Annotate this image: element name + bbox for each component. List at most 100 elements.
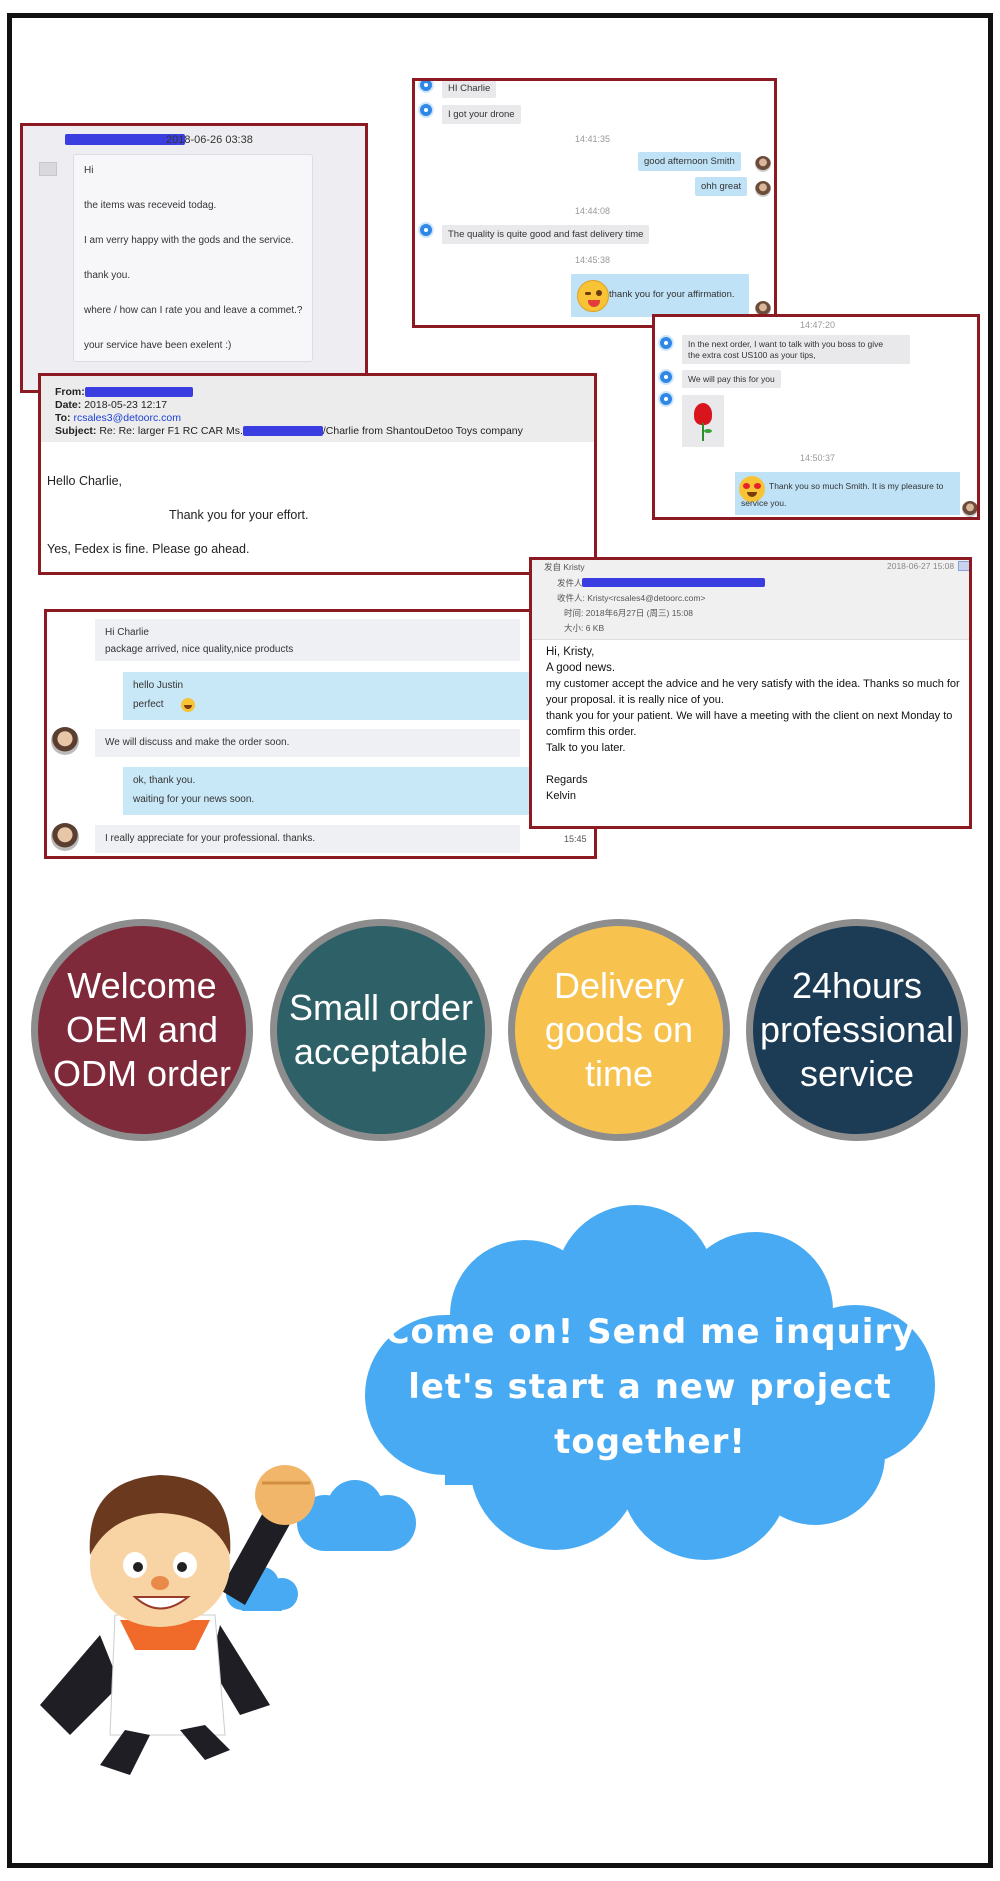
email-body-line: Kelvin <box>546 790 576 802</box>
email-body-line: my customer accept the advice and he ver… <box>546 678 960 690</box>
email-header: From: Date: 2018-05-23 12:17 To: rcsales… <box>41 376 594 442</box>
chat-message: hello Justin <box>133 680 184 691</box>
chat-row: ok, thank you. waiting for your news soo… <box>123 767 553 815</box>
message-line: I am verry happy with the gods and the s… <box>84 235 294 246</box>
redacted-sender <box>84 387 193 398</box>
speech-cloud-icon <box>365 1205 935 1560</box>
circle-text: acceptable <box>293 1031 469 1072</box>
email-body-line: your proposal. it is really nice of you. <box>546 694 724 706</box>
chat-avatar-icon <box>658 369 674 385</box>
expand-icon[interactable] <box>958 561 969 571</box>
circle-text: goods on <box>544 1009 694 1050</box>
message-body: Hi the items was receveid todag. I am ve… <box>73 154 313 362</box>
email-body-line: thank you for your patient. We will have… <box>546 710 953 722</box>
chat-message: thank you for your affirmation. <box>609 289 735 300</box>
chat-message-box: Thank you so much Smith. It is my pleasu… <box>735 472 960 515</box>
chat-timestamp: 15:45 <box>564 834 587 844</box>
email-card-2: 发自 Kristy 2018-06-27 15:08 发件人: 收件人: Kri… <box>529 557 972 829</box>
sender-label: 发自 Kristy <box>544 562 585 572</box>
chat-message: service you. <box>741 498 787 508</box>
chat-message-box: thank you for your affirmation. <box>571 274 749 317</box>
message-line: Hi <box>84 165 94 176</box>
date-value: 2018-05-23 12:17 <box>84 399 168 411</box>
review-card-1: 2018-06-26 03:38 Hi the items was receve… <box>20 123 368 393</box>
from-label: 发件人: <box>557 578 585 588</box>
chat-avatar-icon <box>418 102 434 118</box>
circle-text: Small order <box>288 987 474 1028</box>
email-greeting: Hello Charlie, <box>47 474 123 488</box>
laugh-emoji-icon <box>181 698 195 712</box>
chat-message: We will pay this for you <box>682 370 781 388</box>
cloud-text-line: together! <box>554 1422 746 1462</box>
subject-label: Subject: <box>55 425 97 437</box>
circle-text: professional <box>759 1009 955 1050</box>
chat-card-3: Hi Charlie package arrived, nice quality… <box>44 609 597 859</box>
chat-message: ohh great <box>695 177 748 196</box>
email-body-line: A good news. <box>546 662 616 674</box>
message-line: your service have been exelent :) <box>84 340 232 351</box>
wink-emoji-icon <box>577 280 609 312</box>
chat-row: I really appreciate for your professiona… <box>95 825 520 853</box>
recipient-line: 收件人: Kristy<rcsales4@detoorc.com> <box>557 593 706 603</box>
chat-message: The quality is quite good and fast deliv… <box>442 225 650 244</box>
email-body-line: Talk to you later. <box>546 742 626 754</box>
rose-image <box>682 395 724 447</box>
email-date: 2018-06-27 15:08 <box>887 561 955 571</box>
chat-message: waiting for your news soon. <box>133 794 255 805</box>
chat-avatar-icon <box>418 222 434 238</box>
user-avatar <box>962 501 977 517</box>
chat-message: perfect <box>133 699 164 710</box>
chat-avatar-icon <box>658 391 674 407</box>
chat-avatar-icon <box>658 335 674 351</box>
chat-timestamp: 14:41:35 <box>575 134 611 144</box>
heart-eyes-emoji-icon <box>739 476 765 502</box>
message-line: the items was receveid todag. <box>84 200 217 211</box>
circle-text: Welcome <box>67 965 217 1006</box>
circle-text: time <box>584 1053 653 1094</box>
redacted-subject <box>242 426 323 437</box>
chat-message: package arrived, nice quality,nice produ… <box>105 644 294 655</box>
chat-message: I got your drone <box>442 105 521 124</box>
subject-post: /Charlie from ShantouDetoo Toys company <box>322 425 523 437</box>
card1-timestamp: 2018-06-26 03:38 <box>166 134 253 146</box>
user-avatar <box>51 823 79 851</box>
circle-text: ODM order <box>52 1053 232 1094</box>
chat-message: good afternoon Smith <box>638 152 741 171</box>
chat-timestamp: 14:47:20 <box>800 320 836 330</box>
email-body-line: Regards <box>546 774 588 786</box>
redacted-sender <box>582 578 765 587</box>
mascot-character-icon <box>40 1465 315 1775</box>
date-label: Date: <box>55 399 82 411</box>
circle-text: 24hours <box>791 965 923 1006</box>
chat-card-2: 14:47:20 In the next order, I want to ta… <box>652 314 980 520</box>
chat-card-1: HI Charlie I got your drone 14:41:35 goo… <box>412 78 777 328</box>
chat-timestamp: 14:44:08 <box>575 206 611 216</box>
chat-message: HI Charlie <box>442 81 497 98</box>
rose-icon <box>694 403 712 425</box>
chat-message: Thank you so much Smith. It is my pleasu… <box>769 481 944 491</box>
redacted-name <box>65 134 185 145</box>
circle-text: OEM and <box>65 1009 219 1050</box>
chat-message: We will discuss and make the order soon. <box>105 737 290 748</box>
user-avatar <box>755 156 771 172</box>
subject-pre: Re: Re: larger F1 RC CAR Ms. <box>99 425 243 437</box>
chat-row: hello Justin perfect <box>123 672 553 720</box>
chat-timestamp: 14:45:38 <box>575 255 611 265</box>
chat-message: ok, thank you. <box>133 775 196 786</box>
email-body-line: Hi, Kristy, <box>546 646 595 658</box>
circle-text: Delivery <box>553 965 684 1006</box>
from-label: From: <box>55 386 85 398</box>
circle-text: service <box>799 1053 915 1094</box>
user-avatar <box>755 181 771 197</box>
email-card-1: From: Date: 2018-05-23 12:17 To: rcsales… <box>38 373 597 575</box>
to-email-link[interactable]: rcsales3@detoorc.com <box>73 412 182 424</box>
user-avatar <box>51 727 79 755</box>
message-line: where / how can I rate you and leave a c… <box>84 305 303 316</box>
chat-message: the extra cost US100 as your tips, <box>688 350 816 360</box>
message-line: thank you. <box>84 270 131 281</box>
cloud-text-line: let's start a new project <box>408 1367 892 1407</box>
